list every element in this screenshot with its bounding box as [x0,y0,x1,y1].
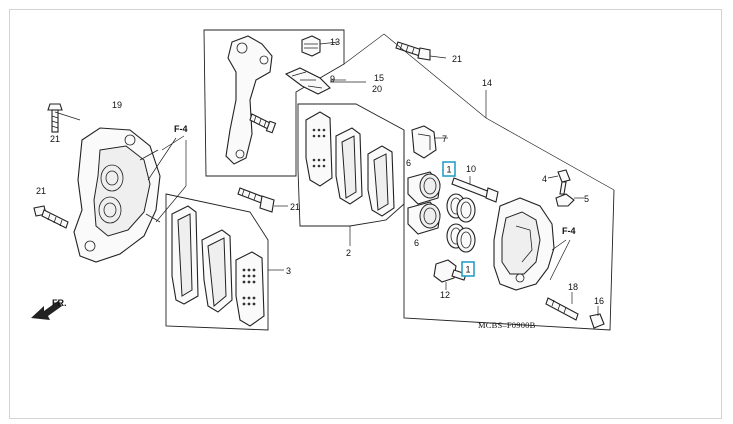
caliper-box-14 [383,33,615,331]
bracket-box-15-20 [203,29,385,177]
seal-kit-marker-bottom: 1 [461,261,475,277]
label-2: 2 [346,248,351,258]
pad-3a [171,205,199,305]
pin-on-bracket [249,113,277,134]
label-21-left-upper: 21 [50,134,60,144]
label-5: 5 [584,194,589,204]
label-1-bottom: 1 [466,265,471,275]
piston-seals-8 [446,193,476,253]
caliper-bracket-19 [73,127,161,263]
reference-f4-left [147,135,187,223]
reference-f4-right [549,239,571,281]
label-15: 15 [374,73,384,83]
diagram-frame [9,9,722,419]
pad-spring-9 [284,67,346,95]
label-21-left-lower: 21 [36,186,46,196]
label-7: 7 [442,134,447,144]
bolt-18 [545,292,579,321]
cap-16 [589,306,605,329]
support-bracket [225,35,273,165]
pad-3c [235,251,265,327]
caliper-body [493,197,555,291]
label-f4-right: F-4 [562,226,576,236]
label-21-middle: 21 [290,202,300,212]
label-14: 14 [482,78,492,88]
front-direction-arrow [31,301,62,320]
bleeder-cap-5 [555,193,584,207]
label-6-upper: 6 [406,158,411,168]
label-1-top: 1 [447,165,452,175]
bolt-21-upper [395,41,447,61]
pad-set-box-3 [165,193,284,331]
label-9: 9 [330,74,335,84]
seal-kit-marker-top: 1 [442,161,456,177]
pad-retainer-7 [411,125,448,159]
bolt-21-middle [237,187,288,213]
label-20: 20 [372,84,382,94]
pad-3b [201,229,233,313]
pad-2a [305,111,333,187]
piston-6-lower [407,201,441,235]
label-3: 3 [286,266,291,276]
pad-set-box-2 [297,103,405,246]
pin-bolt-10 [451,176,499,203]
bolt-21-left-upper [47,103,81,133]
pad-2c [367,145,395,217]
label-12: 12 [440,290,450,300]
label-13: 13 [330,37,340,47]
bleeder-4 [547,169,571,195]
part-number-labels: 19 21 21 F-4 FR. 3 2 13 9 15 20 21 21 14… [36,37,604,330]
label-18: 18 [568,282,578,292]
pad-2b [335,127,363,205]
label-10: 10 [466,164,476,174]
label-4: 4 [542,174,547,184]
piston-6-upper [407,171,441,205]
label-21-upper: 21 [452,54,462,64]
diagram-code: MCBS–F0900B [478,320,536,330]
label-6-lower: 6 [414,238,419,248]
label-front: FR. [52,298,67,308]
label-f4-left: F-4 [174,124,188,134]
bolt-21-left-lower [33,205,69,229]
label-16: 16 [594,296,604,306]
boot-13 [301,35,339,57]
label-19: 19 [112,100,122,110]
